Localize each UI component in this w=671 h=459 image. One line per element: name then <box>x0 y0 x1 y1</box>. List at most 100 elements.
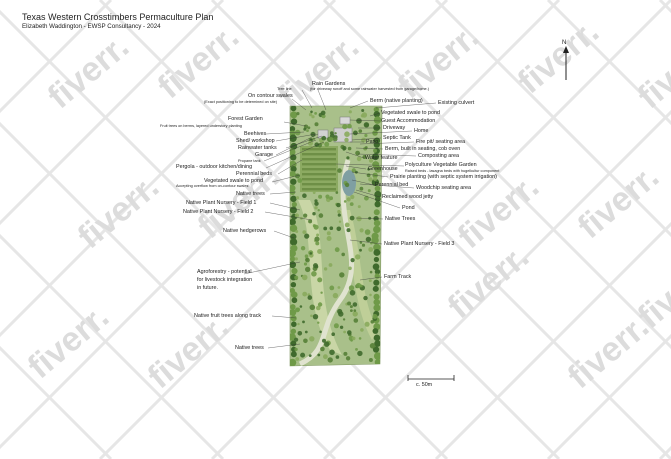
tree-mark <box>373 249 381 256</box>
tree-mark <box>297 322 300 326</box>
label-agroforestry-3: in future. <box>197 285 218 291</box>
tree-mark <box>367 168 370 171</box>
tree-mark <box>373 124 381 132</box>
tree-mark <box>364 133 368 138</box>
tree-mark <box>352 311 358 317</box>
label-propane-tank: Propane tank <box>238 159 261 163</box>
tree-mark <box>359 241 363 244</box>
tree-mark <box>302 291 308 297</box>
label-native-trees-bottom: Native trees <box>235 345 264 351</box>
tree-mark <box>294 337 299 342</box>
garden-bed <box>302 188 336 191</box>
tree-mark <box>373 293 380 300</box>
tree-mark <box>360 328 364 332</box>
label-rain-gardens-note: (for driveway runoff and some rainwater … <box>310 87 429 91</box>
tree-mark <box>308 112 313 117</box>
tree-mark <box>303 213 308 218</box>
tree-mark <box>308 354 312 357</box>
tree-mark <box>337 213 341 217</box>
tree-mark <box>365 236 372 243</box>
tree-mark <box>290 308 297 316</box>
tree-mark <box>368 216 372 220</box>
tree-mark <box>363 295 368 301</box>
label-vegetated-swale: Vegetated swale to pond <box>204 178 264 184</box>
tree-mark <box>373 106 380 113</box>
watermark-line <box>322 109 671 459</box>
garden-bed <box>302 148 336 151</box>
tree-mark <box>290 184 296 192</box>
tree-mark <box>331 332 336 337</box>
tree-mark <box>327 357 333 363</box>
watermark-line <box>0 345 113 459</box>
tree-mark <box>353 130 358 136</box>
tree-mark <box>347 123 352 129</box>
label-forest-garden: Forest Garden <box>228 116 263 122</box>
tree-mark <box>344 137 349 143</box>
tree-mark <box>294 347 298 352</box>
tree-mark <box>300 246 306 251</box>
tree-mark <box>346 197 351 202</box>
garden-bed <box>302 183 336 186</box>
tree-mark <box>372 328 379 334</box>
tree-mark <box>370 320 375 324</box>
tree-mark <box>304 233 310 239</box>
label-berm-built: Berm, built in seating, cob oven <box>385 146 461 152</box>
tree-mark <box>312 137 315 141</box>
tree-mark <box>349 215 355 221</box>
tree-mark <box>290 351 297 358</box>
tree-mark <box>371 236 379 244</box>
watermark-line <box>546 0 671 126</box>
label-perennial-bed: Perennial bed <box>375 182 409 188</box>
label-beehives: Beehives <box>244 131 267 137</box>
tree-mark <box>374 190 382 199</box>
tree-mark <box>333 323 339 329</box>
tree-mark <box>373 116 382 124</box>
tree-mark <box>290 111 298 119</box>
label-guest-accommodation: Guest Accommodation <box>381 118 436 124</box>
tree-mark <box>348 266 352 271</box>
tree-mark <box>338 220 342 223</box>
label-water-feature: Water feature <box>365 155 398 161</box>
tree-mark <box>368 158 374 163</box>
watermark-line <box>0 0 449 450</box>
tree-mark <box>290 256 296 262</box>
tree-mark <box>326 231 331 236</box>
tree-mark <box>350 258 355 263</box>
north-label: N <box>562 40 567 46</box>
tree-mark <box>314 206 318 210</box>
tree-mark <box>329 226 334 230</box>
tree-mark <box>318 194 323 199</box>
tree-mark <box>372 263 380 271</box>
tree-mark <box>316 305 321 311</box>
tree-mark <box>356 156 362 162</box>
plan-subtitle: Elizabeth Waddington - EWSP Consultancy … <box>22 23 161 30</box>
tree-mark <box>363 122 370 128</box>
tree-mark <box>349 305 353 309</box>
tree-mark <box>364 229 371 235</box>
label-on-contour-swales: On contour swales <box>248 93 293 99</box>
tree-mark <box>347 146 352 151</box>
tree-mark <box>290 304 296 310</box>
label-nursery-field-3: Native Plant Nursery - Field 3 <box>384 241 455 247</box>
tree-mark <box>326 236 332 241</box>
tree-mark <box>320 346 325 352</box>
label-nursery-field-1: Native Plant Nursery - Field 1 <box>186 200 257 206</box>
tree-mark <box>314 122 319 127</box>
tree-mark <box>290 134 297 142</box>
tree-mark <box>317 249 323 254</box>
label-vegetated-swale-pond: Vegetated swale to pond <box>381 110 441 116</box>
tree-mark <box>339 272 345 278</box>
tree-mark <box>373 304 381 312</box>
tree-mark <box>290 358 297 366</box>
label-woodchip-seating: Woodchip seating area <box>416 185 472 191</box>
tree-mark <box>312 191 316 195</box>
tree-mark <box>319 330 322 334</box>
tree-mark <box>334 132 337 135</box>
watermark-line <box>546 333 671 459</box>
tree-mark <box>344 131 350 137</box>
farm-track <box>298 159 355 366</box>
tree-mark <box>343 351 348 356</box>
tree-mark <box>317 302 323 307</box>
tree-mark <box>373 111 380 118</box>
